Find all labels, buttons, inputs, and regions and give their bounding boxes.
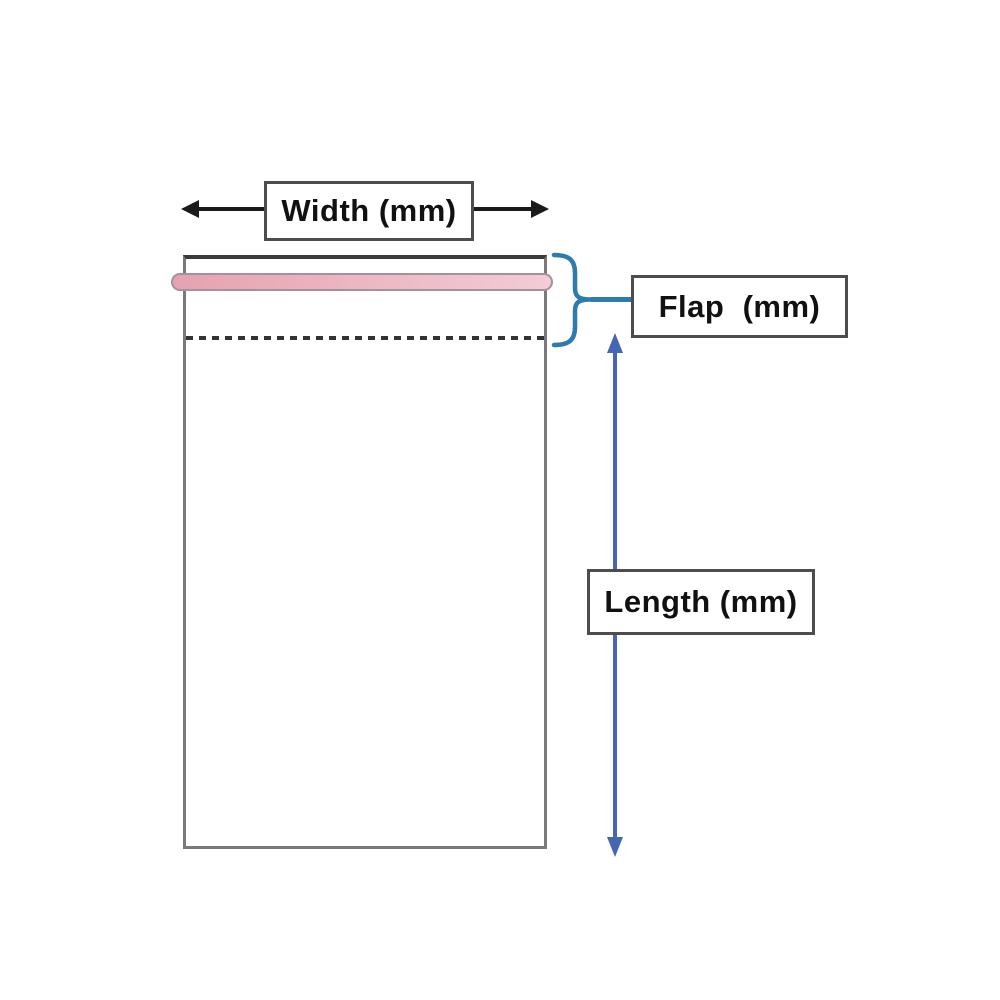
width-label: Width (mm) — [281, 193, 457, 228]
length-label: Length (mm) — [604, 584, 798, 619]
length-label-box: Length (mm) — [587, 569, 815, 635]
width-arrow-right-icon — [470, 200, 549, 218]
width-label-box: Width (mm) — [264, 181, 474, 241]
width-arrow-left-icon — [181, 200, 268, 218]
flap-label: Flap (mm) — [658, 288, 821, 324]
adhesive-tape-strip — [171, 273, 553, 291]
bag-outline — [183, 255, 547, 849]
flap-label-box: Flap (mm) — [631, 275, 848, 338]
fold-dotted-line — [186, 336, 545, 340]
flap-brace-icon — [551, 252, 634, 348]
